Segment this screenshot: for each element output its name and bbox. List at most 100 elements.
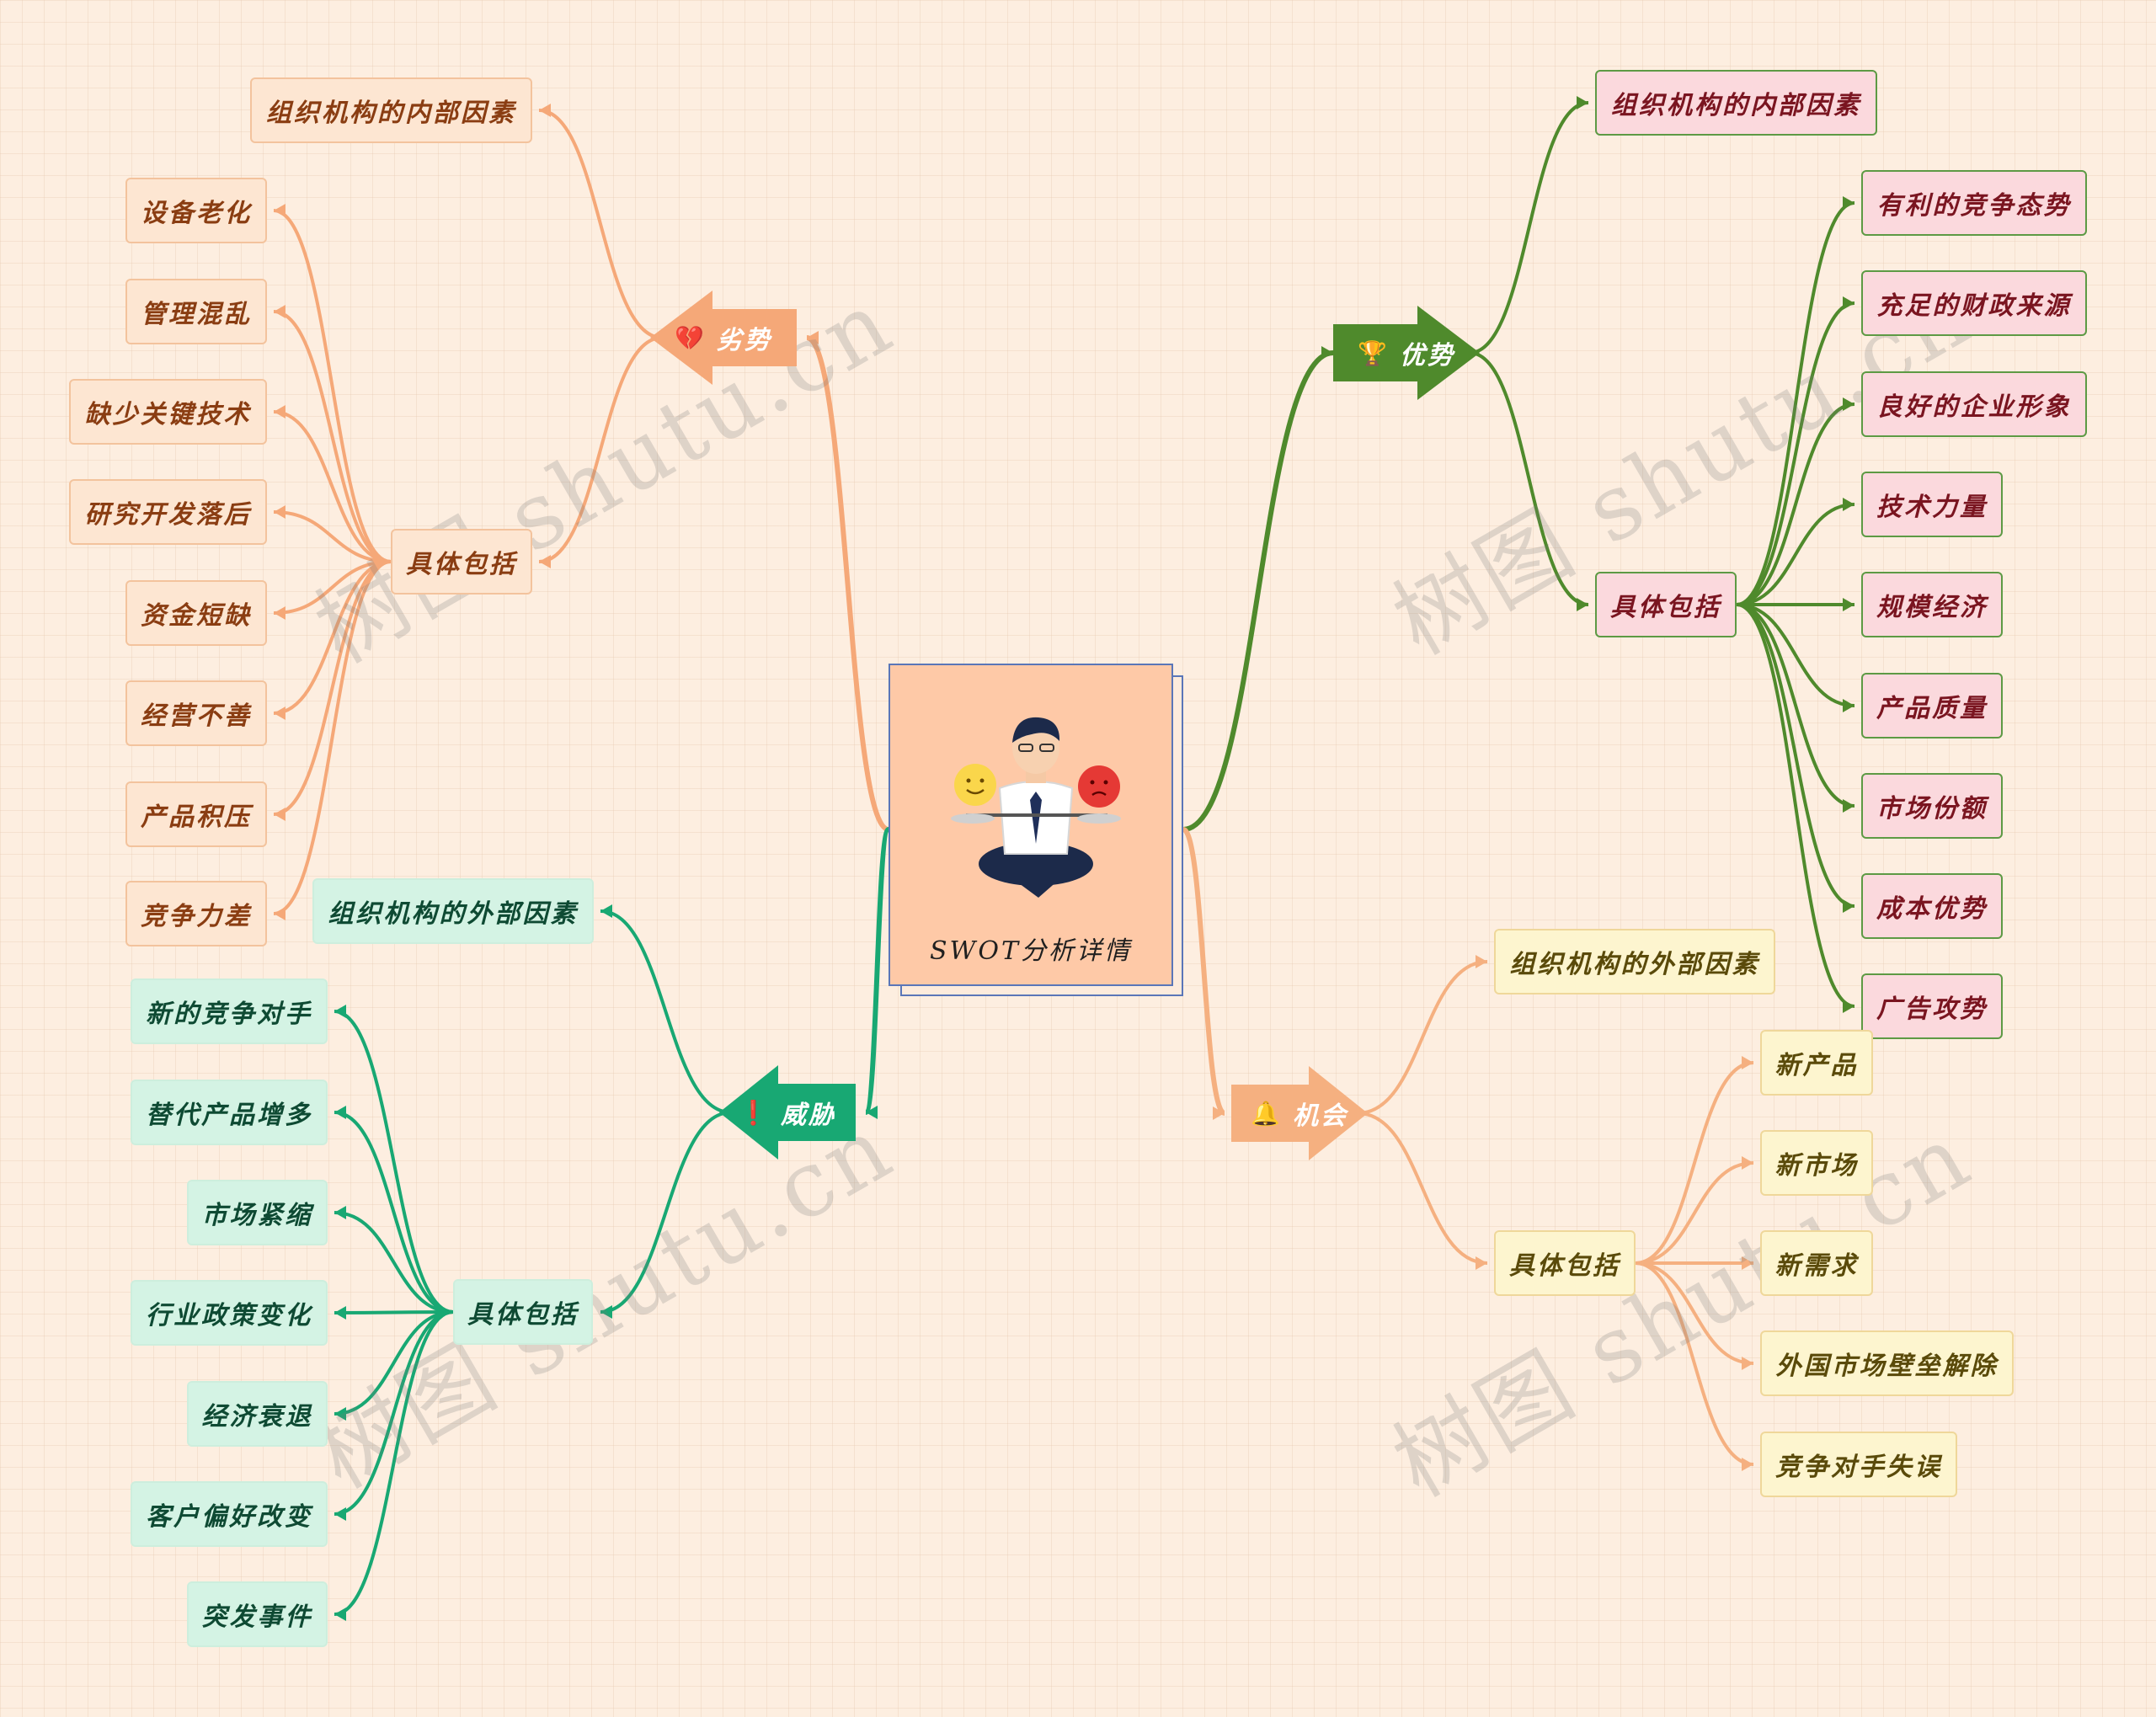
arrowhead [1742, 1156, 1753, 1170]
opportunity-label: 机会 [1292, 1101, 1348, 1131]
connector-line [1357, 1112, 1488, 1265]
strength-hub[interactable]: 🏆 优势 [1333, 306, 1480, 400]
connector-line [1635, 1261, 1754, 1365]
arrowhead [1742, 1056, 1753, 1069]
weakness-item[interactable]: 产品积压 [125, 781, 267, 847]
connector-line [334, 1310, 454, 1314]
opportunity-item[interactable]: 新市场 [1760, 1130, 1873, 1196]
arrowhead [1843, 799, 1854, 813]
connector-line [1736, 503, 1855, 606]
strength-item[interactable]: 充足的财政来源 [1861, 270, 2087, 336]
threat-external-node[interactable]: 组织机构的外部因素 [312, 878, 594, 944]
arrowhead [1843, 196, 1854, 210]
arrowhead [539, 104, 551, 117]
opportunity-item[interactable]: 竞争对手失误 [1760, 1432, 1957, 1497]
connector-line [273, 560, 392, 615]
opportunity-hub[interactable]: 🔔 机会 [1231, 1066, 1368, 1160]
threat-item[interactable]: 客户偏好改变 [131, 1481, 328, 1547]
arrowhead [1843, 598, 1854, 611]
connector-line [334, 1211, 454, 1314]
arrowhead [1321, 346, 1333, 360]
strength-item[interactable]: 市场份额 [1861, 773, 2003, 839]
connector-line [1635, 1061, 1754, 1265]
connector-line [273, 310, 392, 563]
arrowhead [334, 1206, 346, 1219]
arrowhead [274, 305, 286, 318]
weakness-item[interactable]: 设备老化 [125, 178, 267, 243]
threat-hub[interactable]: ❗ 威胁 [719, 1065, 856, 1160]
strength-item[interactable]: 良好的企业形象 [1861, 371, 2087, 437]
arrowhead [334, 1106, 346, 1119]
weakness-hub[interactable]: 💔 劣势 [650, 291, 797, 385]
weakness-item[interactable]: 缺少关键技术 [69, 379, 267, 445]
connector-line [1469, 101, 1589, 355]
threat-item[interactable]: 经济衰退 [187, 1381, 328, 1447]
arrowhead [1843, 498, 1854, 511]
connector-line [273, 410, 392, 563]
strength-item[interactable]: 成本优势 [1861, 873, 2003, 939]
arrowhead [539, 555, 551, 568]
arrowhead [1843, 296, 1854, 310]
connector-line [1736, 301, 1855, 606]
strength-include-node[interactable]: 具体包括 [1595, 572, 1737, 637]
connector-line [600, 1111, 732, 1314]
connector-line [805, 335, 890, 832]
weakness-internal-node[interactable]: 组织机构的内部因素 [250, 77, 532, 143]
opportunity-item[interactable]: 新产品 [1760, 1030, 1873, 1096]
bell-icon: 🔔 [1251, 1099, 1283, 1128]
threat-item[interactable]: 替代产品增多 [131, 1080, 328, 1145]
threat-item[interactable]: 行业政策变化 [131, 1280, 328, 1346]
connector-line [1635, 1261, 1754, 1466]
connector-line [863, 827, 891, 1115]
weakness-item[interactable]: 竞争力差 [125, 881, 267, 946]
arrowhead [600, 1305, 612, 1319]
arrowhead [1476, 1256, 1487, 1270]
opportunity-external-node[interactable]: 组织机构的外部因素 [1494, 929, 1775, 994]
weakness-item[interactable]: 研究开发落后 [69, 479, 267, 545]
arrowhead [1476, 955, 1487, 968]
connector-line [273, 560, 392, 915]
strength-internal-node[interactable]: 组织机构的内部因素 [1595, 70, 1877, 136]
arrowhead [274, 808, 286, 821]
trophy-icon: 🏆 [1358, 339, 1390, 367]
strength-item[interactable]: 规模经济 [1861, 572, 2003, 637]
connector-line [1357, 960, 1488, 1115]
connector-line [1736, 603, 1855, 808]
weakness-item[interactable]: 经营不善 [125, 680, 267, 746]
opportunity-item[interactable]: 新需求 [1760, 1230, 1873, 1296]
connector-line [1182, 827, 1226, 1116]
strength-item[interactable]: 广告攻势 [1861, 973, 2003, 1039]
arrowhead [274, 204, 286, 217]
arrowhead [274, 606, 286, 620]
weakness-item[interactable]: 资金短缺 [125, 580, 267, 646]
arrowhead [1742, 1458, 1753, 1471]
right-arrow-shape [1231, 1066, 1368, 1160]
threat-item[interactable]: 市场紧缩 [187, 1180, 328, 1245]
weakness-include-node[interactable]: 具体包括 [391, 529, 532, 595]
connector-line [334, 1010, 454, 1314]
root-node[interactable]: SWOT分析详情 [889, 664, 1183, 996]
arrowhead [1843, 899, 1854, 913]
threat-include-node[interactable]: 具体包括 [453, 1279, 593, 1345]
connector-line [334, 1310, 454, 1616]
arrowhead [274, 505, 286, 519]
arrowhead [334, 1306, 346, 1320]
arrowhead [1742, 1256, 1753, 1270]
strength-item[interactable]: 有利的竞争态势 [1861, 170, 2087, 236]
strength-label: 优势 [1399, 341, 1455, 371]
connector-line [334, 1310, 454, 1516]
strength-item[interactable]: 技术力量 [1861, 472, 2003, 537]
opportunity-item[interactable]: 外国市场壁垒解除 [1760, 1330, 2014, 1396]
weakness-item[interactable]: 管理混乱 [125, 279, 267, 344]
connector-line [1736, 201, 1855, 606]
threat-item[interactable]: 突发事件 [187, 1581, 328, 1647]
connector-line [600, 909, 732, 1114]
arrowhead [274, 707, 286, 720]
threat-item[interactable]: 新的竞争对手 [131, 978, 328, 1044]
strength-item[interactable]: 产品质量 [1861, 673, 2003, 739]
arrowhead [1213, 1106, 1225, 1120]
opportunity-include-node[interactable]: 具体包括 [1494, 1230, 1636, 1296]
connector-line [273, 209, 392, 563]
arrowhead [274, 907, 286, 920]
